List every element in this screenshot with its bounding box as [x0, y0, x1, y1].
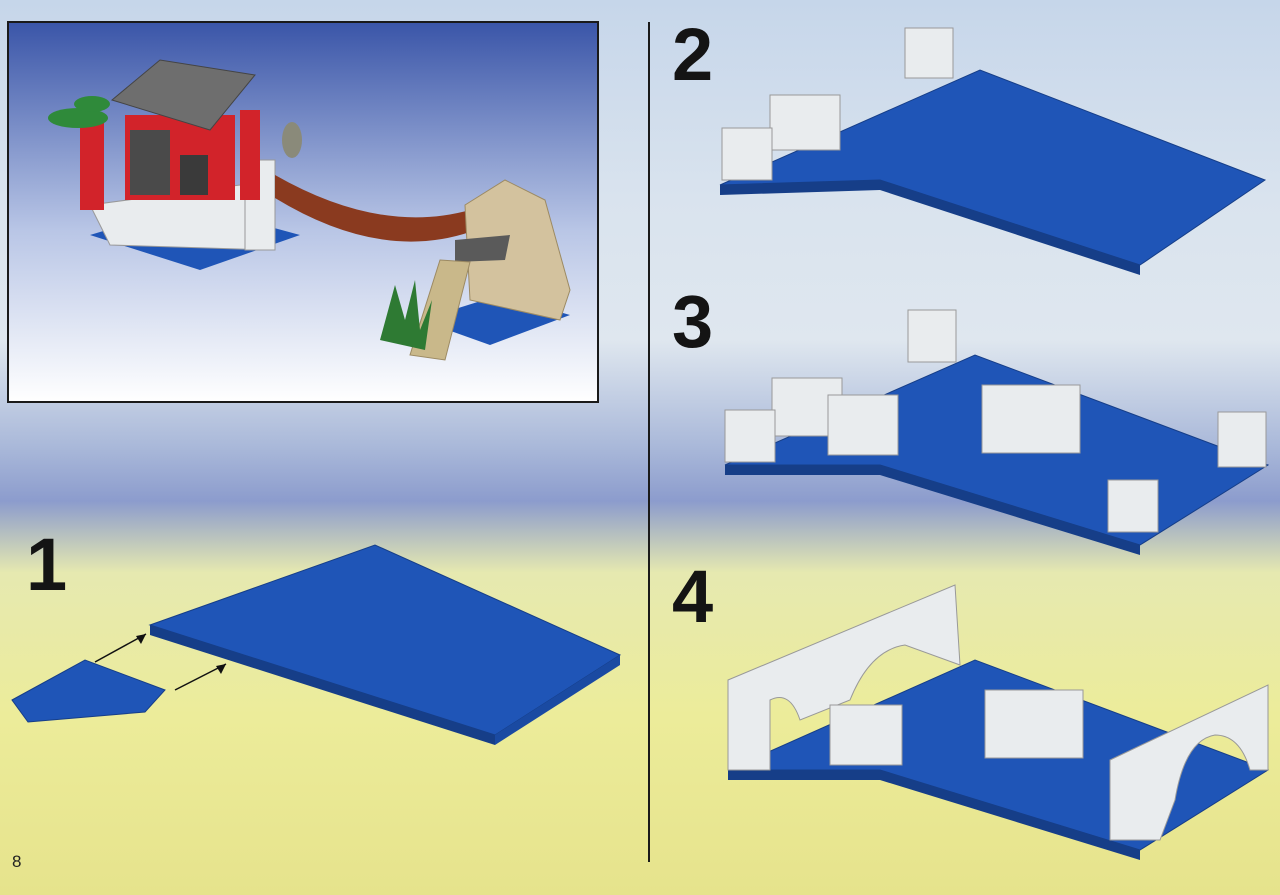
step-1-illustration	[11, 544, 622, 745]
step-divider	[648, 22, 650, 862]
page-number: 8	[12, 852, 22, 871]
step-2-illustration	[719, 27, 1267, 275]
step-number-2: 2	[672, 13, 714, 96]
step-number-1: 1	[26, 523, 68, 606]
step-3-illustration	[724, 309, 1270, 555]
step-number-3: 3	[672, 280, 714, 363]
finished-model-panel	[7, 21, 599, 403]
step-4-illustration	[727, 584, 1270, 860]
step-number-4: 4	[672, 555, 714, 638]
